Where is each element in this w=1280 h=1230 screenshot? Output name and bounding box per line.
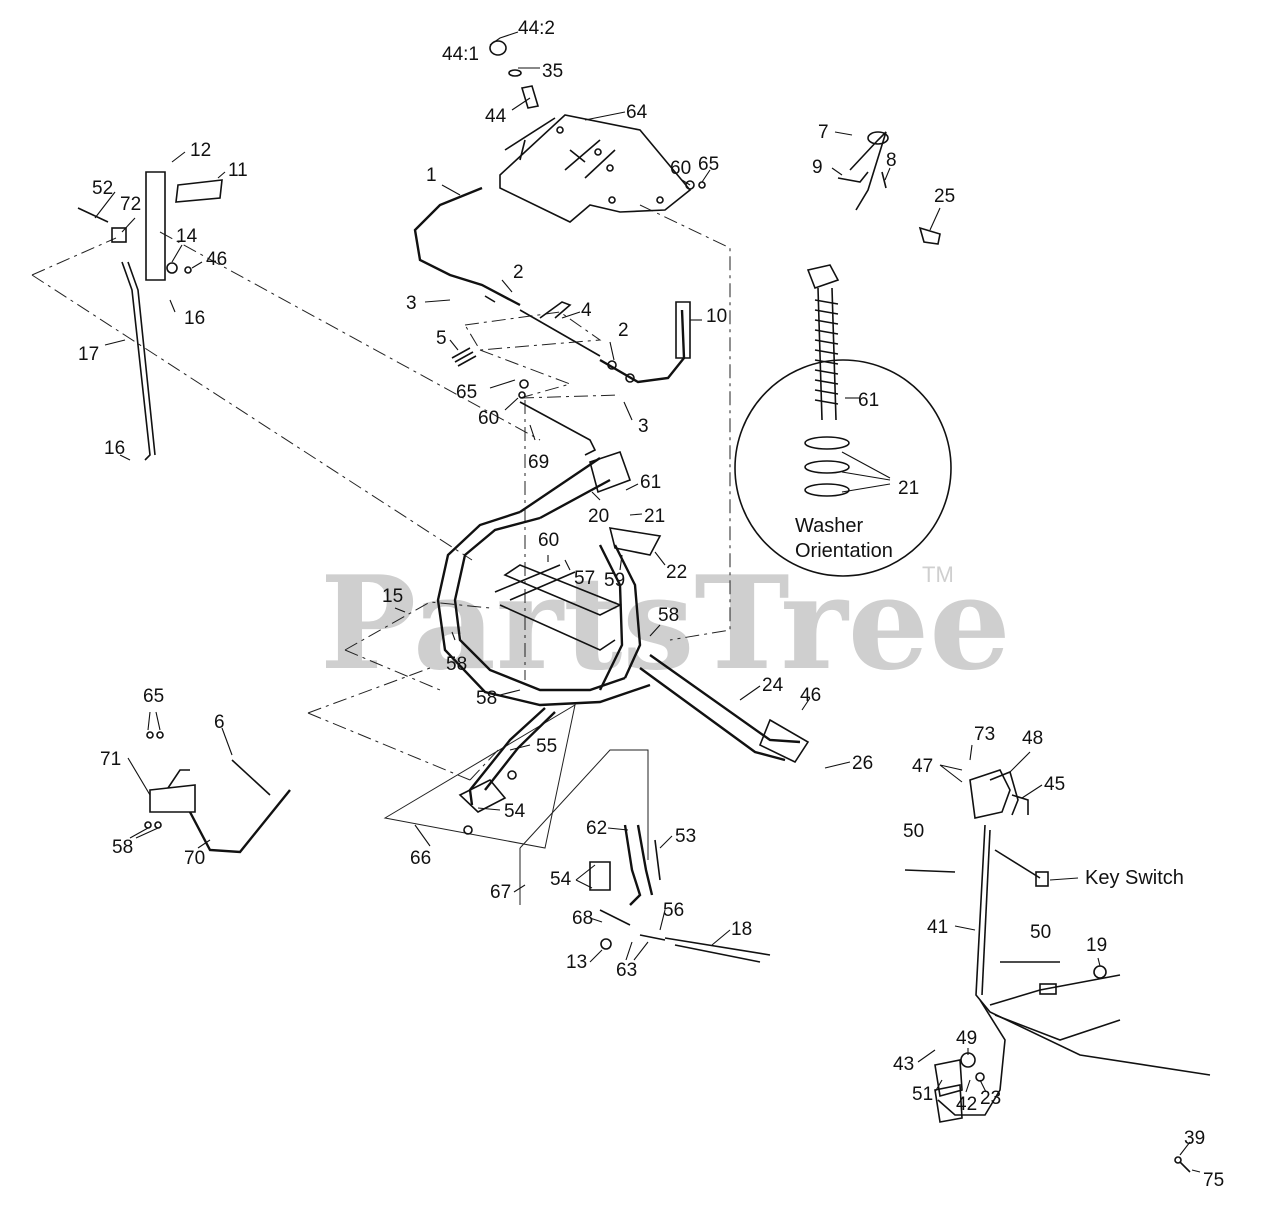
callout-labels: 44:2 44:1 35 44 64 12 11 52 72 14 46 16 …	[78, 18, 1224, 1191]
callout[interactable]: 73	[974, 724, 995, 745]
callout[interactable]: 42	[956, 1094, 977, 1115]
lower-throttle	[144, 731, 291, 854]
callout[interactable]: 20	[588, 506, 609, 527]
callout[interactable]: 58	[446, 654, 467, 675]
callout[interactable]: 25	[934, 186, 955, 207]
callout[interactable]: 9	[812, 157, 823, 178]
callout[interactable]: 6	[214, 712, 225, 733]
callout[interactable]: 3	[638, 416, 649, 437]
callout[interactable]: 65	[456, 382, 477, 403]
callout[interactable]: 39	[1184, 1128, 1205, 1149]
callout[interactable]: 64	[626, 102, 648, 123]
callout[interactable]: 2	[513, 262, 524, 283]
callout[interactable]: 62	[586, 818, 607, 839]
callout[interactable]: 16	[104, 438, 125, 459]
callout[interactable]: 44:2	[518, 18, 555, 39]
callout[interactable]: 66	[410, 848, 431, 869]
callout[interactable]: 47	[912, 756, 933, 777]
callout[interactable]: 54	[504, 801, 526, 822]
callout[interactable]: 41	[927, 917, 948, 938]
callout[interactable]: 61	[858, 390, 879, 411]
callout[interactable]: 44:1	[442, 44, 479, 65]
callout[interactable]: 53	[675, 826, 696, 847]
top-right-parts	[837, 131, 941, 245]
watermark: PartsTree	[320, 549, 1011, 699]
callout[interactable]: 59	[604, 570, 625, 591]
callout[interactable]: 63	[616, 960, 637, 981]
callout[interactable]: 58	[476, 688, 497, 709]
callout[interactable]: 26	[852, 753, 873, 774]
callout[interactable]: 65	[698, 154, 719, 175]
callout[interactable]: 50	[903, 821, 924, 842]
callout[interactable]: 24	[762, 675, 784, 696]
callout[interactable]: 16	[184, 308, 205, 329]
callout[interactable]: 67	[490, 882, 511, 903]
callout[interactable]: 13	[566, 952, 587, 973]
callout[interactable]: 52	[92, 178, 113, 199]
callout[interactable]: 1	[426, 165, 437, 186]
washer-orientation-label: Orientation	[795, 540, 893, 562]
watermark-tm: TM	[922, 562, 954, 587]
callout[interactable]: 46	[800, 685, 821, 706]
callout[interactable]: 48	[1022, 728, 1043, 749]
callout[interactable]: 7	[818, 122, 829, 143]
callout[interactable]: 35	[542, 61, 563, 82]
callout[interactable]: 15	[382, 586, 403, 607]
callout[interactable]: 14	[176, 226, 198, 247]
ignition-parts	[489, 40, 706, 190]
callout[interactable]: 69	[528, 452, 549, 473]
lower-levers	[458, 707, 771, 963]
handle-frame	[436, 450, 810, 764]
callout[interactable]: 8	[886, 150, 897, 171]
washer-orientation-label: Washer	[795, 515, 864, 537]
callout[interactable]: 54	[550, 869, 572, 890]
callout[interactable]: 44	[485, 106, 507, 127]
callout[interactable]: 75	[1203, 1170, 1224, 1191]
callout[interactable]: 49	[956, 1028, 977, 1049]
callout[interactable]: 58	[112, 837, 133, 858]
callout[interactable]: 43	[893, 1054, 914, 1075]
callout[interactable]: 3	[406, 293, 417, 314]
callout[interactable]: 19	[1086, 935, 1107, 956]
callout[interactable]: 45	[1044, 774, 1065, 795]
callout[interactable]: 11	[228, 160, 248, 181]
callout[interactable]: 60	[538, 530, 559, 551]
key-switch-label: Key Switch	[1085, 867, 1184, 889]
callout[interactable]: 46	[206, 249, 227, 270]
alignment-lines	[31, 204, 731, 781]
callout[interactable]: 57	[574, 568, 595, 589]
callout[interactable]: 10	[706, 306, 727, 327]
callout[interactable]: 12	[190, 140, 211, 161]
callout[interactable]: 60	[670, 158, 691, 179]
callout[interactable]: 56	[663, 900, 684, 921]
callout[interactable]: 18	[731, 919, 752, 940]
callout[interactable]: 2	[618, 320, 629, 341]
callout[interactable]: 72	[120, 194, 141, 215]
callout[interactable]: 65	[143, 686, 164, 707]
callout[interactable]: 61	[640, 472, 661, 493]
callout[interactable]: 5	[436, 328, 447, 349]
callout[interactable]: 60	[478, 408, 499, 429]
callout[interactable]: 4	[581, 300, 592, 321]
callout[interactable]: 51	[912, 1084, 933, 1105]
callout[interactable]: 71	[100, 749, 121, 770]
cable-and-links	[413, 186, 691, 456]
callout[interactable]: 50	[1030, 922, 1051, 943]
pedal-assembly	[77, 171, 223, 461]
callout[interactable]: 70	[184, 848, 205, 869]
callout[interactable]: 58	[658, 605, 679, 626]
callout[interactable]: 22	[666, 562, 687, 583]
washer-detail	[734, 264, 952, 577]
callout[interactable]: 55	[536, 736, 557, 757]
callout[interactable]: 23	[980, 1088, 1001, 1109]
callout[interactable]: 21	[644, 506, 665, 527]
callout[interactable]: 68	[572, 908, 593, 929]
wire-harness	[904, 769, 1211, 1173]
mounting-plate	[499, 114, 692, 223]
callout[interactable]: 21	[898, 478, 919, 499]
leader-lines	[94, 31, 1201, 1173]
callout[interactable]: 17	[78, 344, 99, 365]
